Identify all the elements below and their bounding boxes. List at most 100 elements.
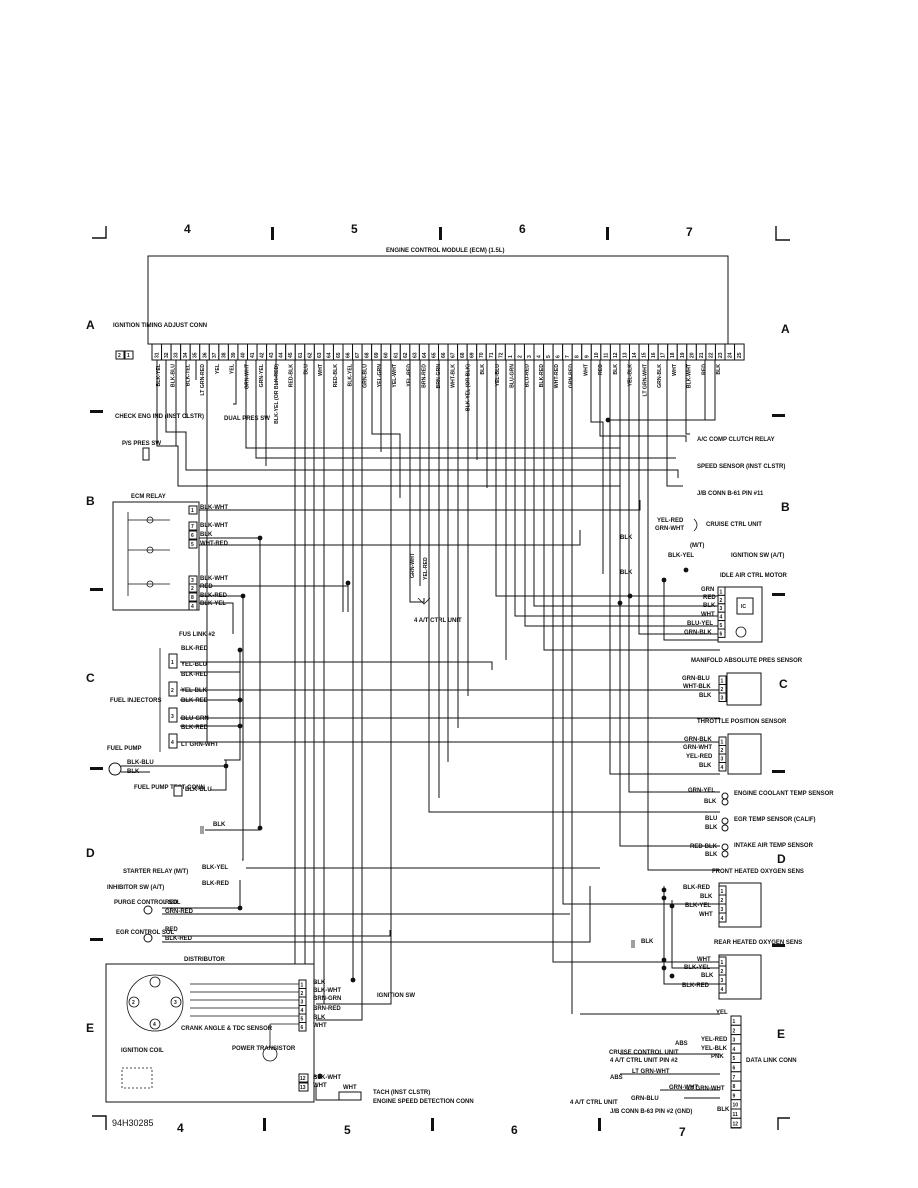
ps-pres-label: P/S PRES SW [122, 441, 161, 447]
wire-label: BLK-RED [682, 983, 710, 989]
fuel-pump: FUEL PUMP BLK-BLU BLK FUEL PUMP TEST CON… [107, 746, 226, 797]
ecm-wire-label: WHT [583, 363, 589, 376]
junction-dot [237, 723, 243, 729]
col-label: 6 [511, 1123, 518, 1137]
purge-label: PURGE CONTROL SOL [114, 900, 181, 906]
ecm-wire-label: BLU-GRN [510, 364, 516, 388]
mt-label: (M/T) [690, 543, 704, 549]
row-label: B [86, 494, 95, 508]
ecm-wire-label: WHT-RED [554, 364, 560, 388]
dlc-label: DATA LINK CONN [746, 1058, 797, 1064]
fuel-injectors: FUEL INJECTORS 1 2 3 4 [110, 648, 178, 752]
at-ctrl-unit2-label: 4 A/T CTRL UNIT [570, 1100, 618, 1106]
egr-sol-label: EGR CONTROL SOL [116, 930, 175, 936]
ecm-pin-number: 3 [527, 355, 533, 358]
ecm-wire-label: YEL [230, 363, 236, 374]
connector-pin-number: 2 [721, 687, 724, 693]
relay-pin-number: 8 [191, 595, 194, 601]
crop-marks [90, 226, 790, 1131]
ecm-pin-number: 12 [613, 352, 619, 358]
ecm-wire-label: BLK-BLU [171, 364, 177, 387]
wire-label: WHT [697, 957, 711, 963]
figure-id: 94H30285 [112, 1118, 154, 1128]
check-eng-label: CHECK ENG IND (INST CLSTR) [115, 414, 204, 420]
jb-conn-61-label: J/B CONN B-61 PIN #11 [697, 491, 764, 497]
junction-dot [257, 825, 263, 831]
wire-label: GRN-WHT [669, 1085, 698, 1091]
connector-pin-number: 6 [301, 1025, 304, 1031]
connector-pin-number: 1 [720, 589, 723, 595]
ecm-wire-label: BRN-RED [421, 364, 427, 388]
ecm-wire-label: BLU [303, 364, 309, 375]
connector-pin-number: 4 [301, 1008, 304, 1014]
row-label: D [777, 852, 786, 866]
ecm-pin-number: 8 [575, 355, 581, 358]
svg-text:IC: IC [741, 604, 746, 610]
connector-pin-number: 1 [721, 960, 724, 966]
ecm-pin-number: 43 [269, 352, 275, 358]
ecm-pin-number: 5 [546, 355, 552, 358]
dlc-pin-number: 7 [733, 1075, 736, 1081]
wire-label: BLK [700, 894, 713, 900]
wire-label: BLK [313, 980, 326, 986]
relay-pin [188, 583, 198, 593]
connector-pin-number: 1 [721, 740, 724, 746]
ecm-pin-number: 2 [517, 355, 523, 358]
col-label: 4 [177, 1121, 184, 1135]
wire-label: BLK-RED [181, 672, 209, 678]
ecm-pin-number: 31 [155, 352, 161, 358]
purge-sol: PURGE CONTROL SOL RED GRN-RED [114, 900, 194, 915]
ecm-pin-number: 65 [336, 352, 342, 358]
idle-air-label: IDLE AIR CTRL MOTOR [720, 573, 788, 579]
dlc-pin-number: 3 [733, 1038, 736, 1044]
ecm-pin-number: 20 [689, 352, 695, 358]
wire-label: BLK [200, 532, 213, 538]
ecm-wire-label: BLK-RED [539, 364, 545, 388]
speed-sensor-label: SPEED SENSOR (INST CLSTR) [697, 464, 785, 470]
wire-label: GRN-BLK [684, 737, 712, 743]
row-label: E [86, 1021, 94, 1035]
connector-pin [718, 983, 727, 994]
junction-dot [345, 580, 351, 586]
junction-dots [223, 417, 689, 1079]
wire-label: BLK-YEL [684, 965, 710, 971]
wire-label: GRN-BLU [682, 676, 710, 682]
jb-conn-63-label: J/B CONN B-63 PIN #2 (GND) [610, 1109, 692, 1115]
ecm-pin-number: 70 [479, 352, 485, 358]
ecm-pin-number: 63 [317, 352, 323, 358]
ecm-wire-label: BLK-YEL (OR BLK-RED) [274, 364, 280, 424]
wire-label: BLK-WHT [200, 576, 228, 582]
wire-label: BLK-RED [181, 646, 209, 652]
connector-pin-number: 5 [301, 1017, 304, 1023]
connector-pin-number: 6 [720, 631, 723, 637]
wire-label: BLK-RED [202, 881, 230, 887]
wire-label: GRN-WHT [410, 552, 416, 578]
wire-label: RED-BLK [690, 844, 718, 850]
ecm-pin-number: 1 [508, 355, 514, 358]
distributor: DISTRIBUTOR 2 3 4 CRANK ANGLE & TDC SENS… [105, 957, 315, 1103]
dlc-pin-number: 2 [733, 1028, 736, 1034]
junction-dot [240, 593, 246, 599]
ecm-pin-number: 25 [737, 352, 743, 358]
connector-pin [718, 692, 727, 702]
svg-text:3: 3 [171, 714, 174, 720]
row-label: A [86, 318, 95, 332]
ecm-pin-number: 67 [355, 352, 361, 358]
ecm-wire-label: YEL-WHT [392, 363, 398, 387]
connector-pin-number: 2 [721, 969, 724, 975]
wire-label: BLK [705, 852, 718, 858]
wire-label: YEL-RED [686, 754, 713, 760]
row-label: C [86, 671, 95, 685]
wire-label: YEL-BLU [181, 662, 207, 668]
junction-dot [605, 417, 611, 423]
ecm-pin-number: 67 [451, 352, 457, 358]
wire-label: BLK-RED [181, 725, 209, 731]
relay-pin [188, 521, 198, 531]
dlc-pin-number: 4 [733, 1047, 736, 1053]
wire-label: YEL [716, 1010, 728, 1016]
ignition-timing-conn: IGNITION TIMING ADJUST CONN 2 1 [113, 323, 207, 360]
inhibitor-label: INHIBITOR SW (A/T) [107, 885, 164, 891]
